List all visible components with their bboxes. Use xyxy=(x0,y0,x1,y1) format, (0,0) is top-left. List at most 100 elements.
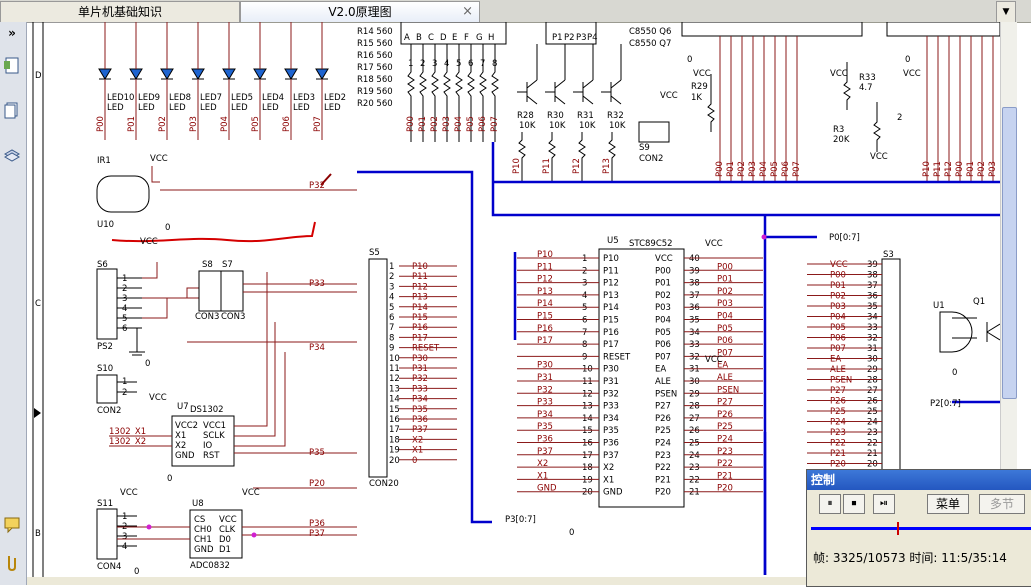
mcu-right-net: P23 xyxy=(717,447,733,457)
mcu-right-pin-number: 38 xyxy=(689,279,700,289)
svg-text:2: 2 xyxy=(122,388,127,398)
led-name: LED9 xyxy=(138,93,160,103)
mcu-right-pin: P01 xyxy=(655,279,671,289)
svg-text:11: 11 xyxy=(389,364,400,374)
svg-text:VCC: VCC xyxy=(705,355,723,365)
progress-track[interactable] xyxy=(811,527,1031,530)
s5-signal: P31 xyxy=(412,364,428,374)
seg-port: P00 xyxy=(406,116,416,132)
close-icon[interactable]: × xyxy=(462,4,473,19)
mcu-left-pin-number: 16 xyxy=(582,439,593,449)
transistor-resistor-value: 10K xyxy=(579,121,596,131)
svg-text:S11: S11 xyxy=(97,499,113,509)
svg-text:P1: P1 xyxy=(552,33,563,43)
multi-section-button[interactable]: 多节 xyxy=(979,494,1025,514)
s3-pin-number: 28 xyxy=(867,376,878,386)
pause-button[interactable]: ⏸ xyxy=(819,494,841,514)
seg-port: P02 xyxy=(430,116,440,132)
tab-menu-button[interactable]: ▼ xyxy=(996,1,1016,23)
led-port: P03 xyxy=(189,116,199,132)
s3-signal: P26 xyxy=(830,397,846,407)
s3-signal: P25 xyxy=(830,407,846,417)
s3-pin-number: 39 xyxy=(867,260,878,270)
svg-text:P4: P4 xyxy=(587,33,598,43)
s3-signal: P23 xyxy=(830,428,846,438)
svg-text:VCC: VCC xyxy=(149,393,167,403)
led-type: LED xyxy=(231,103,248,113)
mcu-right-net: P24 xyxy=(717,435,733,445)
mcu-left-pin: P33 xyxy=(603,402,619,412)
tab-schematic[interactable]: V2.0原理图× xyxy=(240,1,480,22)
led-port: P01 xyxy=(127,116,137,132)
s3-pin-number: 25 xyxy=(867,407,878,417)
s5-signal: 0 xyxy=(412,456,417,466)
mcu-left-pin: P10 xyxy=(603,254,619,264)
mcu-left-pin-number: 19 xyxy=(582,475,593,485)
resistor-block-labels: R14 560 R15 560 R16 560 R17 560 R18 560 … xyxy=(357,27,393,109)
svg-text:2: 2 xyxy=(420,59,425,69)
page-icon[interactable] xyxy=(2,56,22,76)
s5-signal: P11 xyxy=(412,272,428,282)
svg-text:3: 3 xyxy=(122,532,127,542)
mcu-left-net: P13 xyxy=(537,287,553,297)
svg-text:CON3: CON3 xyxy=(195,312,219,322)
attachment-icon[interactable] xyxy=(2,552,22,572)
led-port: P04 xyxy=(220,116,230,132)
right-port: P01 xyxy=(726,161,736,177)
transistor-port: P10 xyxy=(512,158,522,174)
document-icon[interactable] xyxy=(2,100,22,120)
u5-name: U5 xyxy=(607,236,619,246)
svg-text:S6: S6 xyxy=(97,260,108,270)
comment-icon[interactable] xyxy=(2,514,22,534)
mcu-right-pin: VCC xyxy=(655,254,673,264)
transistor-resistor-name: R28 xyxy=(517,111,534,121)
s3-signal: P20 xyxy=(830,460,846,470)
svg-text:1: 1 xyxy=(122,274,127,284)
mcu-left-pin: GND xyxy=(603,488,623,498)
mcu-right-pin: P02 xyxy=(655,291,671,301)
svg-text:PS2: PS2 xyxy=(97,342,113,352)
mcu-right-pin: ALE xyxy=(655,377,671,387)
expand-icon[interactable]: » xyxy=(8,26,16,40)
q7-label: C8550 Q7 xyxy=(629,39,671,49)
scroll-thumb[interactable] xyxy=(1002,107,1017,399)
svg-text:D: D xyxy=(440,33,447,43)
mcu-left-net: P30 xyxy=(537,361,553,371)
s3-signal: P00 xyxy=(830,271,846,281)
tab-basics[interactable]: 单片机基础知识 xyxy=(0,1,240,23)
svg-text:4: 4 xyxy=(389,293,394,303)
s3-pin-number: 34 xyxy=(867,313,878,323)
stop-button[interactable]: ⏹ xyxy=(843,494,865,514)
led-icon xyxy=(253,68,267,80)
layers-icon[interactable] xyxy=(2,144,22,164)
svg-text:VCC: VCC xyxy=(140,237,158,247)
vertical-scrollbar[interactable] xyxy=(1000,22,1017,577)
mcu-left-pin: P34 xyxy=(603,414,619,424)
mcu-right-pin-number: 33 xyxy=(689,340,700,350)
svg-text:E: E xyxy=(452,33,457,43)
mcu-left-net: P32 xyxy=(537,385,553,395)
led-type: LED xyxy=(138,103,155,113)
progress-thumb[interactable] xyxy=(897,522,899,535)
svg-text:1: 1 xyxy=(408,59,413,69)
svg-text:S8: S8 xyxy=(202,260,213,270)
svg-text:S10: S10 xyxy=(97,364,113,374)
s3-pin-number: 30 xyxy=(867,355,878,365)
svg-text:GND: GND xyxy=(194,545,214,555)
svg-text:20K: 20K xyxy=(833,135,850,145)
svg-text:X1: X1 xyxy=(175,431,186,441)
seg-port: P01 xyxy=(418,116,428,132)
svg-text:CON3: CON3 xyxy=(221,312,245,322)
s5-signal: P35 xyxy=(412,405,428,415)
menu-button[interactable]: 菜单 xyxy=(927,494,969,514)
mcu-left-net: P16 xyxy=(537,324,553,334)
mcu-right-pin: P26 xyxy=(655,414,671,424)
svg-text:4: 4 xyxy=(122,304,127,314)
led-type: LED xyxy=(262,103,279,113)
step-button[interactable]: ⏯ xyxy=(873,494,895,514)
svg-text:G: G xyxy=(476,33,483,43)
s3-pin-number: 22 xyxy=(867,439,878,449)
mcu-left-pin: P12 xyxy=(603,279,619,289)
horizontal-scrollbar[interactable] xyxy=(27,577,1000,585)
